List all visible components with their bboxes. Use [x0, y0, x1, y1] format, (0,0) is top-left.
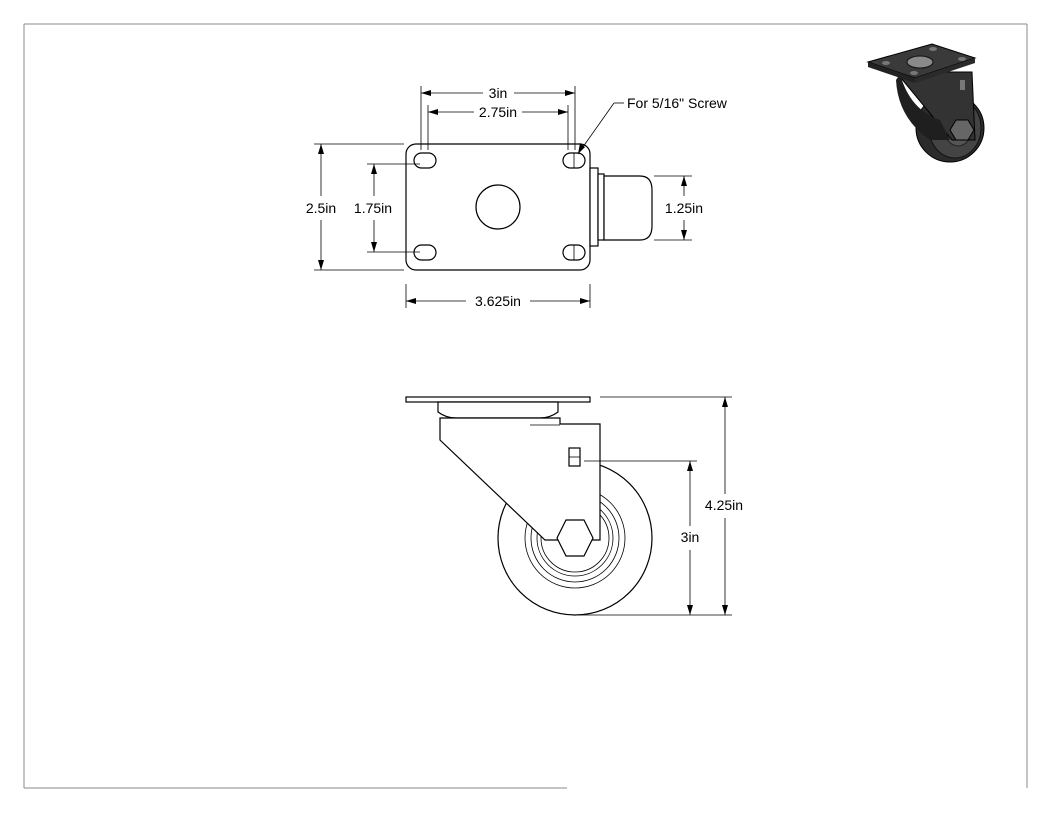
- side-plate: [405, 396, 591, 403]
- dim-label: 3.625in: [475, 293, 521, 309]
- side-view: 4.25in 3in: [405, 396, 743, 616]
- dim-overall-height: 2.5in: [306, 143, 404, 271]
- screw-note-label: For 5/16" Screw: [627, 95, 728, 111]
- dim-label: 4.25in: [705, 497, 743, 513]
- swivel-raceway: [437, 401, 559, 419]
- mounting-holes: [413, 152, 586, 261]
- center-hole: [475, 184, 521, 230]
- dim-label: 3in: [489, 85, 508, 101]
- fork-leg: [439, 417, 601, 541]
- sheet-border: [23, 23, 1028, 789]
- dim-side-overall-height: 4.25in: [578, 396, 743, 616]
- dim-wheel-diameter: 3in: [584, 460, 700, 615]
- dim-label: 1.25in: [665, 200, 703, 216]
- mounting-hole: [413, 152, 437, 169]
- wheel-protrusion: [589, 167, 653, 247]
- top-view: 3in 2.75in For 5/16" Screw 2.: [306, 85, 728, 309]
- dim-wheel-width: 1.25in: [654, 175, 703, 241]
- dim-label: 2.5in: [306, 200, 336, 216]
- mounting-hole: [413, 244, 437, 261]
- axle-nut: [556, 519, 594, 557]
- dim-label: 3in: [681, 529, 700, 545]
- screw-note: For 5/16" Screw: [577, 95, 728, 155]
- dim-overall-width: 3in: [420, 85, 576, 150]
- isometric-caster-thumbnail: [866, 43, 985, 163]
- dim-label: 1.75in: [354, 200, 392, 216]
- dim-hole-spacing-height: 1.75in: [354, 163, 420, 253]
- dim-hole-spacing-width: 2.75in: [427, 104, 569, 150]
- dim-overall-length: 3.625in: [405, 284, 591, 309]
- dim-label: 2.75in: [479, 104, 517, 120]
